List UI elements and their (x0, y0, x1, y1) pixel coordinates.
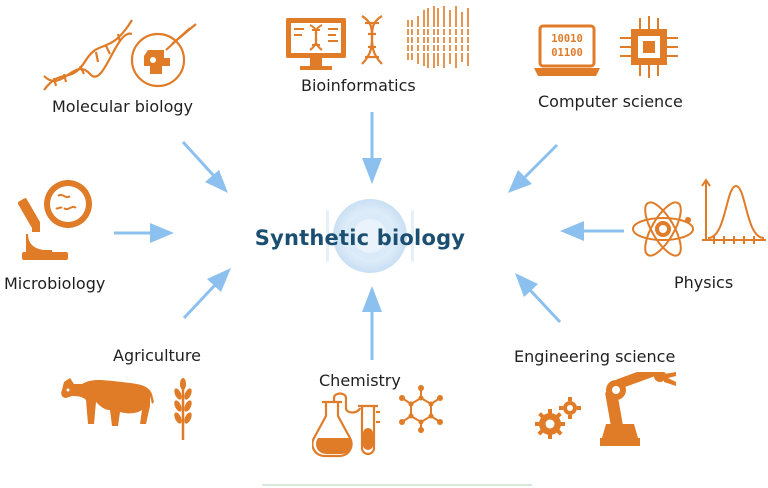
molecular-biology-label: Molecular biology (52, 97, 193, 116)
laptop-code-line-1: 10010 (551, 33, 583, 45)
arrow-agriculture (182, 268, 231, 320)
dna-strand-icon (361, 15, 383, 65)
gears-icon (535, 397, 581, 439)
arrow-chemistry (362, 286, 382, 360)
bell-curve-chart-icon (701, 178, 766, 244)
chemistry-label: Chemistry (319, 371, 401, 390)
arrow-physics (560, 221, 624, 241)
microscope-slide-cell-icon (130, 23, 197, 88)
sequence-barcode-icon (404, 6, 472, 68)
dna-monitor-icon (286, 18, 346, 70)
cow-icon (61, 378, 154, 426)
laptop-code-line-2: 01100 (551, 47, 583, 59)
cpu-chip-icon (620, 16, 678, 78)
physics-label: Physics (674, 273, 734, 292)
atom-icon (632, 201, 694, 257)
arrows (114, 112, 624, 360)
arrow-molecular-biology (181, 140, 228, 193)
agriculture-label: Agriculture (113, 346, 201, 365)
bottom-divider (262, 484, 532, 486)
robot-arm-icon (600, 372, 676, 446)
dna-helix-icon (43, 19, 133, 91)
arrow-microbiology (114, 223, 174, 243)
laptop-binary-icon: 10010 01100 (534, 24, 600, 76)
molecule-structure-icon (399, 385, 443, 433)
center-title: Synthetic biology (254, 226, 466, 250)
wheat-icon (174, 378, 192, 440)
computer-science-label: Computer science (538, 92, 683, 111)
plate-hub-icon (326, 199, 414, 273)
flask-test-tube-icon (312, 392, 380, 458)
arrow-computer-science (508, 143, 559, 193)
bioinformatics-label: Bioinformatics (301, 76, 416, 95)
microbiology-label: Microbiology (4, 274, 106, 293)
engineering-science-label: Engineering science (514, 347, 676, 366)
arrow-bioinformatics (362, 112, 382, 184)
microscope-icon (18, 180, 92, 260)
arrow-engineering-science (515, 273, 562, 324)
